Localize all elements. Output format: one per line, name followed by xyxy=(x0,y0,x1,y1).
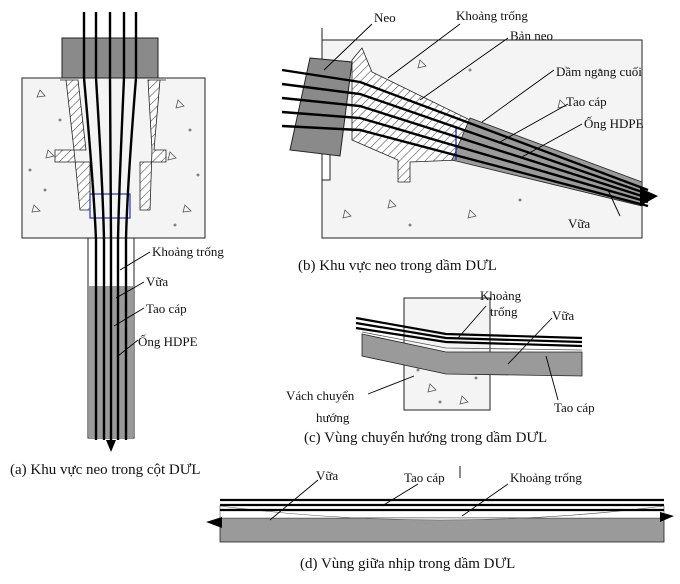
panel-c-label-deviator-line2: hướng xyxy=(316,410,350,425)
panel-a-label-duct: Ống HDPE xyxy=(138,334,198,349)
panel-b-caption: (b) Khu vực neo trong dầm DƯL xyxy=(298,258,497,274)
panel-a-strands xyxy=(82,12,138,440)
panel-c-leaders xyxy=(367,305,559,401)
panel-a-aggregate xyxy=(28,89,200,227)
panel-d-void xyxy=(219,505,665,521)
panel-b-beam-anchorage: Neo Khoảng trống Bản neo Dầm ngang cuối … xyxy=(281,8,658,274)
panel-c-label-grout: Vữa xyxy=(552,308,574,323)
panel-b-strands xyxy=(281,68,649,208)
panel-a-trumpet-right xyxy=(139,79,167,211)
panel-a-label-void: Khoảng trống xyxy=(152,244,224,259)
panel-d-label-grout: Vữa xyxy=(316,468,338,483)
panel-d-duct xyxy=(219,517,665,543)
panel-b-label-grout: Vữa xyxy=(568,216,590,231)
panel-c-strands xyxy=(355,316,583,348)
panel-c-label-void-line1: Khoảng xyxy=(480,288,522,303)
panel-b-label-strand: Tao cáp xyxy=(566,94,607,109)
panel-b-label-void: Khoảng trống xyxy=(456,8,528,23)
panel-d-strand-tip-left xyxy=(206,517,222,528)
panel-b-trumpet xyxy=(351,47,481,183)
panel-d-label-void: Khoảng trống xyxy=(510,470,582,485)
panel-d-strand-tip-right xyxy=(660,512,674,522)
panel-c-label-deviator-line1: Vách chuyển xyxy=(286,388,355,403)
panel-b-label-plate: Bản neo xyxy=(510,28,553,43)
panel-d-strands xyxy=(220,498,664,512)
panel-c-label-void-line2: trống xyxy=(490,304,518,319)
panel-b-aggregate xyxy=(342,59,602,227)
panel-b-leaders xyxy=(323,23,621,217)
panel-a-label-strand: Tao cáp xyxy=(146,301,187,316)
panel-d-leaders xyxy=(269,466,509,521)
panel-c-void-line xyxy=(361,331,583,351)
panel-b-anchor-head xyxy=(289,57,353,157)
panel-d-midspan: Vữa Tao cáp Khoảng trống (d) Vùng giữa n… xyxy=(206,466,674,572)
panel-c-duct xyxy=(361,333,583,377)
panel-a-label-grout: Vữa xyxy=(146,274,168,289)
panel-b-label-duct: Ống HDPE xyxy=(584,116,644,131)
panel-d-caption: (d) Vùng giữa nhịp trong dầm DƯL xyxy=(300,556,515,572)
panel-a-leaders xyxy=(113,251,151,357)
panel-c-aggregate xyxy=(416,368,478,405)
panel-c-deviator: Khoảng trống Vữa Vách chuyển hướng Tao c… xyxy=(286,288,595,446)
panel-d-label-strand: Tao cáp xyxy=(404,470,445,485)
panel-a-column-anchorage: Khoảng trống Vữa Tao cáp Ống HDPE (a) Kh… xyxy=(10,12,224,478)
panel-c-label-strand: Tao cáp xyxy=(554,400,595,415)
panel-c-caption: (c) Vùng chuyển hướng trong dầm DƯL xyxy=(304,430,547,446)
panel-b-label-anchor: Neo xyxy=(374,10,396,25)
panel-a-strand-tip xyxy=(106,440,116,452)
panel-b-label-diaphragm: Dầm ngang cuối xyxy=(556,64,642,79)
panel-a-caption: (a) Khu vực neo trong cột DƯL xyxy=(10,462,201,478)
panel-b-strand-tip xyxy=(640,188,658,206)
